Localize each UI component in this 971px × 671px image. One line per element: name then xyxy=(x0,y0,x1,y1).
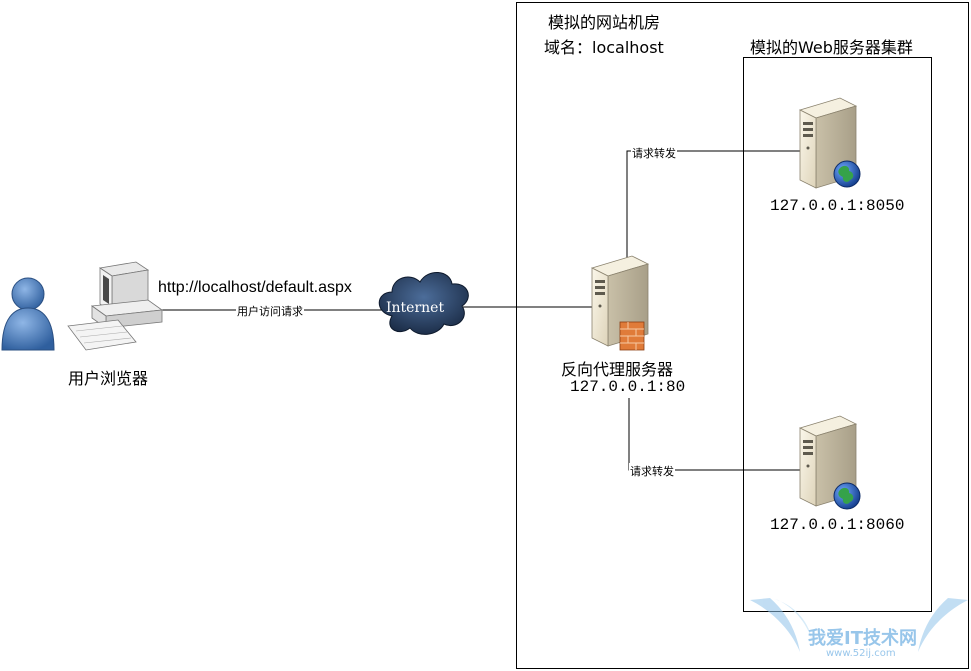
web-server-1-icon xyxy=(799,97,861,189)
watermark-text: 我爱IT技术网 xyxy=(808,628,917,649)
forward-label-2: 请求转发 xyxy=(629,463,675,479)
user-person-icon xyxy=(1,277,55,351)
proxy-label: 反向代理服务器 xyxy=(561,360,674,379)
proxy-address: 127.0.0.1:80 xyxy=(570,378,686,396)
internet-label: Internet xyxy=(386,300,445,316)
forward-label-1: 请求转发 xyxy=(631,145,677,161)
datacenter-title: 模拟的网站机房 xyxy=(548,13,661,32)
internet-cloud-icon xyxy=(378,272,469,335)
watermark-url: www.52ij.com xyxy=(826,648,896,659)
user-computer-icon xyxy=(67,261,164,351)
proxy-to-server-1-connector xyxy=(626,150,800,262)
datacenter-domain: 域名：localhost xyxy=(544,38,664,57)
proxy-server-icon xyxy=(591,255,649,351)
user-request-label: 用户访问请求 xyxy=(236,303,304,319)
watermark-logo-icon xyxy=(750,598,968,652)
server-2-address: 127.0.0.1:8060 xyxy=(770,516,905,534)
proxy-to-server-2-connector xyxy=(628,398,800,471)
user-browser-label: 用户浏览器 xyxy=(68,369,149,388)
globe-icon xyxy=(833,160,861,188)
datacenter-boundary xyxy=(516,2,969,669)
server-1-address: 127.0.0.1:8050 xyxy=(770,197,905,215)
cluster-boundary xyxy=(743,57,932,612)
web-server-2-icon xyxy=(799,415,861,510)
user-url: http://localhost/default.aspx xyxy=(158,279,352,296)
firewall-icon xyxy=(619,321,645,351)
globe-icon xyxy=(833,482,861,510)
cluster-title: 模拟的Web服务器集群 xyxy=(750,38,913,57)
